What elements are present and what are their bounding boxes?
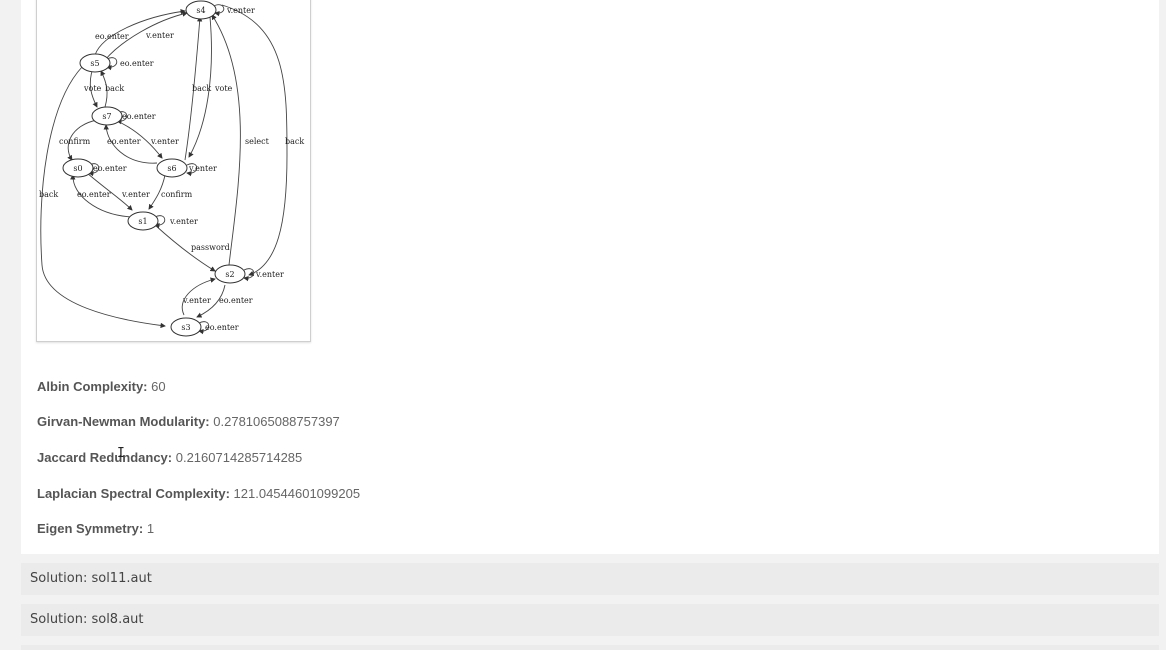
edge-s4-s2	[221, 4, 288, 277]
metric-albin-complexity: Albin Complexity: 60	[37, 379, 166, 394]
node-label: s6	[167, 164, 176, 173]
edge-label: v.enter	[145, 31, 174, 40]
edge-label: eo.enter	[77, 190, 111, 199]
edge-label: v.enter	[255, 270, 284, 279]
edge-label: v.enter	[188, 164, 217, 173]
metric-value: 0.2160714285714285	[175, 450, 303, 465]
metric-label: Laplacian Spectral Complexity:	[37, 486, 230, 501]
metric-label: Girvan-Newman Modularity:	[37, 414, 210, 429]
edge-s7-s0	[67, 119, 98, 161]
edge-s7-s5	[100, 70, 108, 108]
state-graph-svg: s4 s5 s7 s0 s6 s1 s2 s3 v.enter eo.enter…	[39, 0, 304, 337]
state-graph: s4 s5 s7 s0 s6 s1 s2 s3 v.enter eo.enter…	[36, 0, 311, 342]
metric-label: Albin Complexity:	[37, 379, 148, 394]
metric-value: 121.04544601099205	[233, 486, 361, 501]
node-s5	[79, 53, 111, 73]
metric-girvan-newman-modularity: Girvan-Newman Modularity: 0.278106508875…	[37, 414, 340, 429]
edge-label: confirm	[59, 137, 91, 146]
edge-s6-s1	[148, 174, 166, 210]
graph-node-labels: s4 s5 s7 s0 s6 s1 s2 s3	[73, 6, 234, 332]
edge-label: back	[285, 137, 304, 146]
edge-s2-s3	[196, 284, 226, 318]
metric-label: Eigen Symmetry:	[37, 521, 144, 536]
edge-label: eo.enter	[93, 164, 127, 173]
edge-label: v.enter	[226, 6, 255, 15]
edge-label: eo.enter	[122, 112, 156, 121]
edge-label: select	[245, 137, 270, 146]
edge-label: v.enter	[121, 190, 150, 199]
node-label: s5	[90, 59, 99, 68]
edge-label: confirm	[161, 190, 193, 199]
node-s4	[185, 0, 217, 20]
edge-s1-s2	[154, 224, 216, 272]
edge-label: back	[192, 84, 211, 93]
edge-s7-s6	[116, 120, 163, 159]
edge-label: vote	[83, 84, 102, 93]
edge-label: eo.enter	[219, 296, 253, 305]
metric-value: 60	[151, 379, 166, 394]
edge-s5-s4-v	[104, 11, 188, 61]
graph-nodes	[62, 0, 246, 337]
edge-label: back	[39, 190, 58, 199]
node-label: s7	[102, 112, 111, 121]
solution-accordion-sol11[interactable]: Solution: sol11.aut	[21, 563, 1159, 595]
node-s7	[91, 106, 123, 126]
node-s1	[127, 211, 159, 231]
node-s2	[214, 264, 246, 284]
metric-label: Jaccard Redundancy:	[37, 450, 173, 465]
edge-s4-s6	[188, 16, 212, 158]
edge-s5-s4	[94, 8, 186, 56]
edge-s1-s0	[70, 174, 133, 218]
edge-label: vote	[214, 84, 233, 93]
graph-edge-labels: v.enter eo.enter v.enter eo.enter vote b…	[39, 6, 304, 332]
node-label: s4	[196, 6, 205, 15]
metric-eigen-symmetry: Eigen Symmetry: 1	[37, 521, 154, 536]
node-s3	[170, 317, 202, 337]
edge-s2-s4	[211, 14, 241, 266]
node-label: s3	[181, 323, 190, 332]
solution-accordion-next[interactable]	[21, 645, 1159, 650]
node-label: s1	[138, 217, 147, 226]
edge-s6-s4	[184, 16, 203, 161]
edge-s6-s7	[103, 124, 158, 164]
metric-value: 1	[146, 521, 155, 536]
solution-accordion-sol8[interactable]: Solution: sol8.aut	[21, 604, 1159, 636]
edge-label: v.enter	[182, 296, 211, 305]
edge-label: eo.enter	[205, 323, 239, 332]
edge-label: back	[105, 84, 124, 93]
node-s0	[62, 158, 94, 178]
edge-s3-s2	[181, 277, 216, 316]
edge-label: eo.enter	[107, 137, 141, 146]
metric-value: 0.2781065088757397	[213, 414, 340, 429]
edge-label: eo.enter	[120, 59, 154, 68]
edge-s0-s1	[86, 172, 133, 211]
metric-laplacian-spectral-complexity: Laplacian Spectral Complexity: 121.04544…	[37, 486, 360, 501]
node-label: s0	[73, 164, 82, 173]
edge-label: password	[191, 243, 230, 252]
edge-label: v.enter	[150, 137, 179, 146]
metric-jaccard-redundancy: Jaccard Redundancy: 0.2160714285714285	[37, 450, 302, 465]
text-cursor-icon: I	[117, 446, 125, 461]
node-label: s2	[225, 270, 234, 279]
edge-label: eo.enter	[95, 32, 129, 41]
node-s6	[156, 158, 188, 178]
edge-label: v.enter	[169, 217, 198, 226]
edge-s5-s3	[40, 66, 166, 329]
